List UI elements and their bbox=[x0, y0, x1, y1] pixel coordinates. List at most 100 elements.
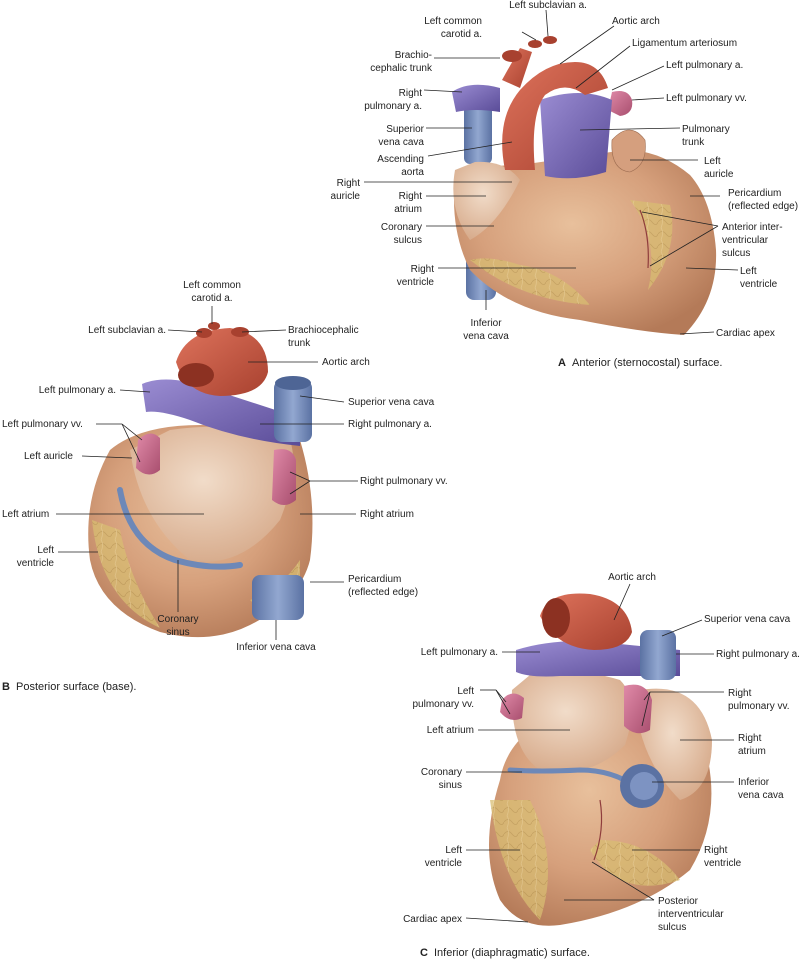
b-label-brachiocephalic-2: trunk bbox=[288, 338, 311, 349]
a-caption: Anterior (sternocostal) surface. bbox=[572, 357, 722, 369]
a-label-right-ventricle-1: Right bbox=[411, 264, 435, 275]
a-brachiocephalic-ostium bbox=[502, 50, 522, 62]
c-label-superior-vena-cava: Superior vena cava bbox=[704, 614, 791, 625]
b-right-pulmonary-veins bbox=[272, 449, 296, 505]
b-label-aortic-arch: Aortic arch bbox=[322, 357, 370, 368]
b-label-right-pulmonary-a: Right pulmonary a. bbox=[348, 419, 432, 430]
c-posterior-iv-artery bbox=[593, 799, 603, 861]
b-label-coronary-sinus-1: Coronary bbox=[157, 614, 198, 625]
b-left-pulmonary-veins bbox=[136, 433, 160, 475]
figure-c-inferior-surface: Aortic arch Superior vena cava Left pulm… bbox=[403, 572, 800, 959]
c-label-left-ventricle-2: ventricle bbox=[425, 858, 463, 869]
a-label-left-common-carotid-1: Left common bbox=[424, 16, 482, 27]
a-label-left-pulmonary-vv: Left pulmonary vv. bbox=[666, 93, 747, 104]
a-right-pulmonary-artery bbox=[452, 84, 500, 112]
b-branch-ostium-1 bbox=[196, 328, 212, 338]
c-fat-patches bbox=[490, 800, 680, 920]
a-label-anterior-iv-sulcus-3: sulcus bbox=[722, 248, 750, 259]
c-label-coronary-sinus-1: Coronary bbox=[421, 767, 462, 778]
c-inferior-vena-cava-lumen bbox=[630, 772, 658, 800]
c-label-left-atrium: Left atrium bbox=[427, 725, 474, 736]
c-label-right-ventricle-1: Right bbox=[704, 845, 728, 856]
a-label-left-auricle-2: auricle bbox=[704, 169, 734, 180]
b-superior-vena-cava-ostium bbox=[275, 376, 311, 390]
a-label-superior-vena-cava-1: Superior bbox=[386, 124, 424, 135]
a-brachiocephalic-trunk bbox=[502, 48, 532, 88]
c-label-right-pulmonary-vv-1: Right bbox=[728, 688, 752, 699]
a-label-right-auricle-2: auricle bbox=[331, 191, 361, 202]
a-label-inferior-vena-cava-1: Inferior bbox=[470, 318, 502, 329]
c-label-right-atrium-1: Right bbox=[738, 733, 762, 744]
c-aortic-lumen bbox=[542, 598, 570, 638]
c-pulmonary-arteries bbox=[516, 641, 680, 677]
a-label-brachiocephalic-2: cephalic trunk bbox=[370, 63, 433, 74]
b-label-superior-vena-cava: Superior vena cava bbox=[348, 397, 435, 408]
c-label-left-pulmonary-vv-2: pulmonary vv. bbox=[412, 699, 474, 710]
b-label-left-ventricle-1: Left bbox=[37, 545, 54, 556]
c-label-inferior-vena-cava-1: Inferior bbox=[738, 777, 770, 788]
figure-a-anterior-surface: Left subclavian a. Aortic arch Left comm… bbox=[331, 0, 799, 369]
a-label-left-auricle-1: Left bbox=[704, 156, 721, 167]
a-aortic-arch bbox=[502, 62, 608, 170]
a-anterior-iv-artery bbox=[639, 209, 649, 269]
a-pulmonary-trunk bbox=[540, 93, 612, 179]
c-right-pulmonary-veins bbox=[624, 684, 652, 734]
c-label-right-pulmonary-a: Right pulmonary a. bbox=[716, 649, 800, 660]
b-label-left-ventricle-2: ventricle bbox=[17, 558, 55, 569]
c-superior-vena-cava bbox=[640, 630, 676, 680]
c-label-coronary-sinus-2: sinus bbox=[439, 780, 462, 791]
a-label-pericardium-1: Pericardium bbox=[728, 188, 781, 199]
a-label-left-ventricle-1: Left bbox=[740, 266, 757, 277]
a-right-atrium bbox=[453, 161, 520, 240]
a-label-ligamentum-arteriosum: Ligamentum arteriosum bbox=[632, 38, 737, 49]
b-label-coronary-sinus-2: sinus bbox=[166, 627, 189, 638]
a-label-coronary-sulcus-1: Coronary bbox=[381, 222, 422, 233]
b-inferior-vena-cava bbox=[252, 575, 304, 620]
a-left-auricle bbox=[611, 129, 646, 173]
c-label-cardiac-apex: Cardiac apex bbox=[403, 914, 462, 925]
c-label-posterior-iv-sulcus-1: Posterior bbox=[658, 896, 699, 907]
a-left-common-carotid-ostium bbox=[528, 40, 542, 48]
a-left-pulmonary-veins bbox=[608, 91, 633, 116]
c-label-left-ventricle-1: Left bbox=[445, 845, 462, 856]
a-label-inferior-vena-cava-2: vena cava bbox=[463, 331, 509, 342]
b-label-right-pulmonary-vv: Right pulmonary vv. bbox=[360, 476, 448, 487]
b-label-left-subclavian: Left subclavian a. bbox=[88, 325, 166, 336]
b-label-left-common-carotid-1: Left common bbox=[183, 280, 241, 291]
b-branch-ostium-2 bbox=[208, 322, 220, 330]
a-label-right-pulmonary-a-2: pulmonary a. bbox=[364, 101, 422, 112]
b-label-brachiocephalic-1: Brachiocephalic bbox=[288, 325, 359, 336]
b-branch-ostium-3 bbox=[231, 327, 249, 337]
figure-b-posterior-surface: Left common carotid a. Left subclavian a… bbox=[2, 280, 448, 693]
b-left-atrium bbox=[130, 426, 294, 562]
c-leader-lines bbox=[465, 583, 734, 923]
b-leader-lines bbox=[56, 306, 358, 640]
b-label-inferior-vena-cava: Inferior vena cava bbox=[236, 642, 316, 653]
a-label-left-common-carotid-2: carotid a. bbox=[441, 29, 482, 40]
b-caption-letter: B bbox=[2, 681, 10, 693]
a-label-left-subclavian: Left subclavian a. bbox=[509, 0, 587, 11]
a-label-cardiac-apex: Cardiac apex bbox=[716, 328, 775, 339]
b-pulmonary-arteries bbox=[142, 379, 300, 446]
c-label-aortic-arch: Aortic arch bbox=[608, 572, 656, 583]
b-fat-patches bbox=[92, 520, 300, 628]
a-label-ascending-aorta-2: aorta bbox=[401, 167, 424, 178]
a-left-subclavian-ostium bbox=[543, 36, 557, 44]
a-label-pericardium-2: (reflected edge) bbox=[728, 201, 798, 212]
b-label-left-pulmonary-a: Left pulmonary a. bbox=[39, 385, 116, 396]
a-leader-lines bbox=[364, 9, 739, 335]
b-label-pericardium-2: (reflected edge) bbox=[348, 587, 418, 598]
c-label-right-ventricle-2: ventricle bbox=[704, 858, 742, 869]
b-label-left-pulmonary-vv: Left pulmonary vv. bbox=[2, 419, 83, 430]
b-caption: Posterior surface (base). bbox=[16, 681, 136, 693]
c-left-atrium bbox=[511, 671, 632, 773]
c-label-inferior-vena-cava-2: vena cava bbox=[738, 790, 784, 801]
c-left-pulmonary-veins bbox=[500, 693, 524, 720]
c-label-right-atrium-2: atrium bbox=[738, 746, 766, 757]
b-label-left-atrium: Left atrium bbox=[2, 509, 49, 520]
c-label-posterior-iv-sulcus-2: interventricular bbox=[658, 909, 724, 920]
a-label-pulmonary-trunk-1: Pulmonary bbox=[682, 124, 730, 135]
c-label-right-pulmonary-vv-2: pulmonary vv. bbox=[728, 701, 790, 712]
b-aortic-lumen bbox=[178, 363, 214, 387]
